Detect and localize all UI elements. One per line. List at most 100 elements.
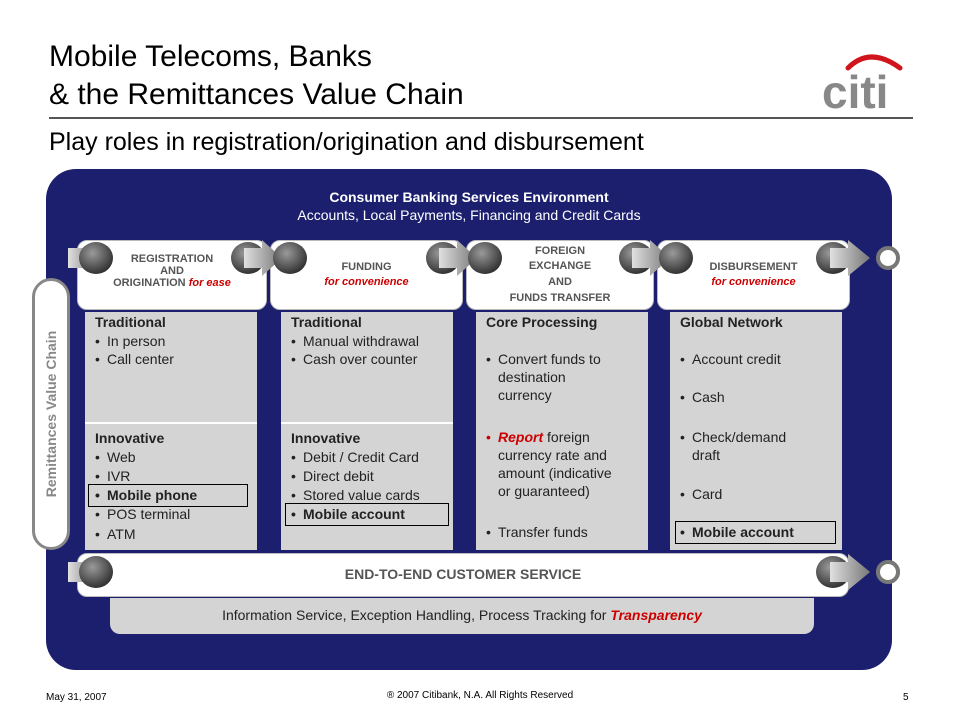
section-title: Innovative — [291, 430, 361, 446]
list-item-text: draft — [692, 447, 721, 463]
list-item: •Report foreign currency rate and amount… — [486, 429, 612, 499]
list-item: •IVR — [95, 468, 131, 484]
tab-line: FUNDING — [341, 261, 392, 273]
list-item: •In person — [95, 333, 166, 349]
column-registration: Traditional •In person •Call center Inno… — [85, 312, 257, 550]
section-title: Core Processing — [486, 314, 598, 330]
list-item-text: currency — [498, 387, 552, 403]
list-item: •Cash over counter — [291, 351, 418, 367]
section-title: Traditional — [95, 314, 166, 330]
section-title: Global Network — [680, 314, 783, 330]
list-item: •Direct debit — [291, 468, 374, 484]
column-funding: Traditional •Manual withdrawal •Cash ove… — [281, 312, 453, 550]
list-item-text: Mobile phone — [107, 487, 198, 503]
list-item: •Convert funds to destination currency — [486, 351, 601, 403]
title-line-1: Mobile Telecoms, Banks — [49, 40, 372, 73]
list-item-text: Manual withdrawal — [303, 333, 419, 349]
environment-subtitle: Accounts, Local Payments, Financing and … — [297, 207, 641, 223]
list-item: •Stored value cards — [291, 487, 420, 503]
flow-arrow-icon — [68, 556, 113, 588]
list-item-text: Call center — [107, 351, 174, 367]
list-item-text: Account credit — [692, 351, 781, 367]
list-item: •Cash — [680, 389, 725, 405]
flow-arrow-icon — [426, 240, 502, 276]
list-item-text: IVR — [107, 468, 131, 484]
info-bar — [110, 598, 814, 634]
list-item-text: Check/demand — [692, 429, 787, 445]
customer-service-label: END-TO-END CUSTOMER SERVICE — [344, 566, 582, 582]
highlight-box — [88, 484, 248, 507]
list-item-text: Debit / Credit Card — [303, 449, 419, 465]
tab-line: ORIGINATION for ease — [78, 277, 266, 289]
tab-line: AND — [548, 276, 572, 288]
column-foreign-exchange: Core Processing •Convert funds to destin… — [476, 312, 648, 550]
list-item: •Check/demand draft — [680, 429, 787, 463]
list-item-text: Direct debit — [303, 468, 374, 484]
section-divider — [85, 422, 257, 424]
section-title: Innovative — [95, 430, 165, 446]
tab-accent: for ease — [188, 277, 231, 289]
section-title: Traditional — [291, 314, 362, 330]
list-item-highlighted: •Mobile phone — [95, 487, 198, 503]
title-rule — [49, 117, 913, 119]
list-item: •Card — [680, 486, 723, 502]
value-chain-label: Remittances Value Chain — [32, 278, 70, 550]
list-item-text: or guaranteed) — [498, 483, 590, 499]
logo-text: citi — [822, 66, 888, 112]
citi-logo: citi — [820, 50, 910, 118]
tab-foreign-exchange: FOREIGN EXCHANGE AND FUNDS TRANSFER — [466, 240, 654, 310]
value-chain-label-text: Remittances Value Chain — [43, 330, 59, 498]
page-number: 5 — [903, 692, 909, 703]
list-item-highlighted: •Mobile account — [291, 506, 405, 522]
list-item-text: Mobile account — [692, 524, 794, 540]
list-item-text: Cash — [692, 389, 725, 405]
column-disbursement: Global Network •Account credit •Cash •Ch… — [670, 312, 842, 550]
tab-line: EXCHANGE — [528, 260, 592, 272]
flow-arrow-icon — [816, 554, 900, 590]
list-item-text: POS terminal — [107, 506, 191, 522]
list-item-text: Cash over counter — [303, 351, 418, 367]
list-item: •Manual withdrawal — [291, 333, 419, 349]
footer-date: May 31, 2007 — [46, 692, 107, 703]
flow-arrow-icon — [68, 242, 113, 274]
tab-line: FOREIGN — [534, 245, 586, 257]
info-text: Information Service, Exception Handling,… — [110, 607, 814, 623]
tab-accent: for convenience — [711, 276, 796, 288]
tab-accent: for convenience — [324, 276, 409, 288]
page-title: Mobile Telecoms, Banks & the Remittances… — [49, 38, 464, 114]
list-item: •Account credit — [680, 351, 781, 367]
list-item: •Web — [95, 449, 136, 465]
list-item: •ATM — [95, 526, 136, 542]
list-item-text: In person — [107, 333, 166, 349]
section-divider — [281, 422, 453, 424]
tab-line: REGISTRATION — [130, 253, 214, 265]
info-text-main: Information Service, Exception Handling,… — [222, 607, 611, 623]
list-item: •POS terminal — [95, 506, 191, 522]
list-item-text: Convert funds to — [498, 351, 601, 367]
list-item-accent: Report — [498, 429, 544, 445]
flow-arrow-icon — [231, 240, 307, 276]
list-item-text: amount (indicative — [498, 465, 612, 481]
environment-title: Consumer Banking Services Environment — [329, 189, 609, 205]
list-item-text: currency rate and — [498, 447, 607, 463]
flow-arrow-icon — [816, 240, 900, 276]
list-item: •Call center — [95, 351, 174, 367]
highlight-box — [675, 521, 836, 544]
list-item-text: foreign — [543, 429, 590, 445]
list-item-text: Stored value cards — [303, 487, 420, 503]
customer-service-bar — [77, 553, 849, 597]
list-item-text: Transfer funds — [498, 524, 588, 540]
list-item-text: Web — [107, 449, 136, 465]
list-item-highlighted: •Mobile account — [680, 524, 794, 540]
title-line-2: & the Remittances Value Chain — [49, 78, 464, 111]
tab-line-text: ORIGINATION — [113, 277, 186, 289]
highlight-box — [285, 503, 449, 526]
footer-copyright: ® 2007 Citibank, N.A. All Rights Reserve… — [386, 690, 574, 701]
list-item-text: ATM — [107, 526, 136, 542]
list-item-text: destination — [498, 369, 566, 385]
list-item: •Debit / Credit Card — [291, 449, 419, 465]
info-text-accent: Transparency — [610, 607, 702, 623]
flow-arrow-icon — [619, 240, 693, 276]
tab-line: AND — [160, 265, 184, 277]
bottom-connectors — [68, 554, 900, 590]
